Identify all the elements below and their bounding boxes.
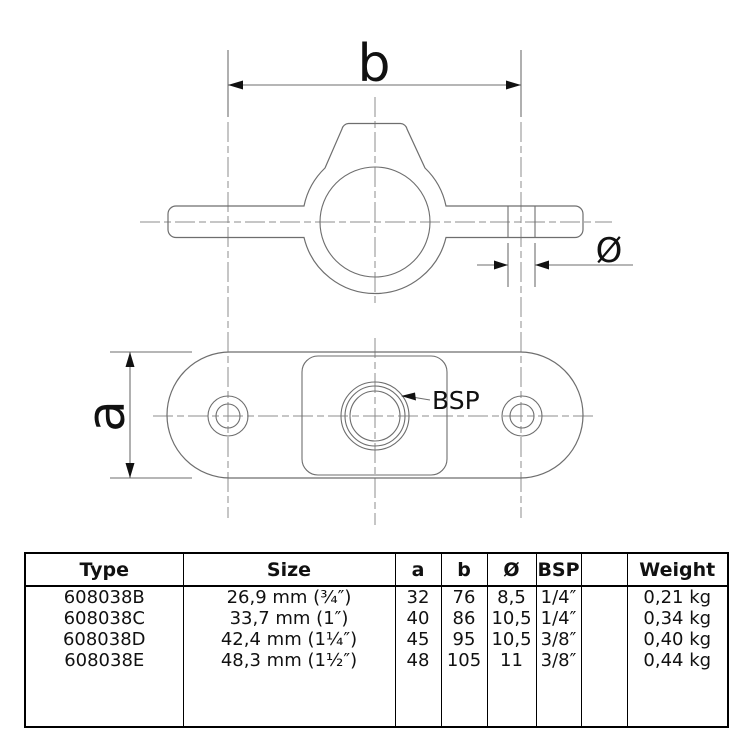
cell-a: 45 — [394, 629, 441, 650]
bsp-callout: BSP — [401, 386, 480, 415]
cell-size: 26,9 mm (¾″) — [182, 586, 395, 608]
dim-dia-arrow-left — [494, 260, 508, 270]
center-hole-inner — [349, 390, 401, 442]
dim-a-label: a — [77, 400, 137, 432]
dim-diameter-symbol: Ø — [596, 231, 623, 271]
cell-type: 608038D — [62, 629, 146, 650]
center-hole-outer — [344, 385, 406, 447]
cell-weight: 0,34 kg — [626, 608, 728, 629]
dim-b-arrow-right — [506, 80, 521, 90]
cell-type: 608038B — [63, 587, 145, 608]
spec-table: Type Size a b Ø BSP Weight 608038B 26,9 … — [24, 552, 729, 728]
table-row: 608038E 48,3 mm (1½″) 48 105 11 3/8″ 0,4… — [25, 650, 728, 671]
front-view-bore-circle — [319, 166, 431, 278]
cell-size: 33,7 mm (1″) — [182, 608, 395, 629]
table-row: 608038C 33,7 mm (1″) 40 86 10,5 1/4″ 0,3… — [25, 608, 728, 629]
cell-size: 48,3 mm (1½″) — [182, 650, 395, 671]
header-bsp: BSP — [535, 553, 581, 587]
cell-b: 105 — [440, 650, 487, 671]
cell-b: 95 — [440, 629, 487, 650]
table-row: 608038D 42,4 mm (1¼″) 45 95 10,5 3/8″ 0,… — [25, 629, 728, 650]
cell-size: 42,4 mm (1¼″) — [182, 629, 395, 650]
cell-spacer — [580, 586, 627, 608]
centerlines — [140, 97, 612, 525]
cell-bsp: 3/8″ — [535, 650, 581, 671]
cell-bsp: 1/4″ — [535, 586, 581, 608]
right-hole-inner — [509, 403, 535, 429]
cell-a: 48 — [394, 650, 441, 671]
header-type: Type — [25, 553, 183, 587]
dimension-b: b — [227, 34, 522, 117]
front-view-outline — [167, 122, 584, 295]
header-a: a — [394, 553, 441, 587]
dimension-a: a — [77, 351, 192, 479]
cell-b: 76 — [440, 586, 487, 608]
cell-diameter: 8,5 — [486, 586, 536, 608]
dim-b-label: b — [357, 34, 390, 94]
cell-bsp: 3/8″ — [535, 629, 581, 650]
dim-a-arrow-bottom — [125, 463, 135, 478]
cell-bsp: 1/4″ — [535, 608, 581, 629]
cell-spacer — [580, 629, 627, 650]
cell-spacer — [580, 608, 627, 629]
cell-weight: 0,21 kg — [626, 586, 728, 608]
spec-table-container: Type Size a b Ø BSP Weight 608038B 26,9 … — [24, 552, 729, 728]
dimension-diameter: Ø — [477, 231, 633, 287]
dim-b-arrow-left — [228, 80, 243, 90]
cell-spacer — [580, 650, 627, 671]
bsp-leader-arrow — [401, 392, 416, 401]
cell-a: 40 — [394, 608, 441, 629]
cell-diameter: 10,5 — [486, 629, 536, 650]
plan-view-center-boss — [301, 355, 448, 476]
header-size: Size — [182, 553, 395, 587]
plan-view-capsule-outline — [166, 351, 584, 479]
cell-a: 32 — [394, 586, 441, 608]
bsp-label: BSP — [432, 386, 480, 415]
cell-type: 608038C — [63, 608, 145, 629]
right-hole-outer — [501, 395, 543, 437]
cell-diameter: 11 — [486, 650, 536, 671]
cell-weight: 0,40 kg — [626, 629, 728, 650]
dim-dia-arrow-right — [535, 260, 549, 270]
left-hole-inner — [215, 403, 241, 429]
center-hole-thread-circle — [340, 381, 410, 451]
front-view — [167, 122, 584, 295]
header-diameter: Ø — [486, 553, 536, 587]
left-hole-outer — [207, 395, 249, 437]
spec-table-header-row: Type Size a b Ø BSP Weight — [25, 553, 728, 587]
cell-diameter: 10,5 — [486, 608, 536, 629]
dim-a-arrow-top — [125, 352, 135, 367]
cell-b: 86 — [440, 608, 487, 629]
header-b: b — [440, 553, 487, 587]
fitting-drawing: b a Ø BSP — [77, 34, 633, 525]
cell-type: 608038E — [64, 650, 145, 671]
header-weight: Weight — [626, 553, 728, 587]
table-row: 608038B 26,9 mm (¾″) 32 76 8,5 1/4″ 0,21… — [25, 586, 728, 608]
header-spacer — [580, 553, 627, 587]
plan-view — [166, 351, 584, 479]
table-filler-row — [25, 671, 728, 727]
cell-weight: 0,44 kg — [626, 650, 728, 671]
